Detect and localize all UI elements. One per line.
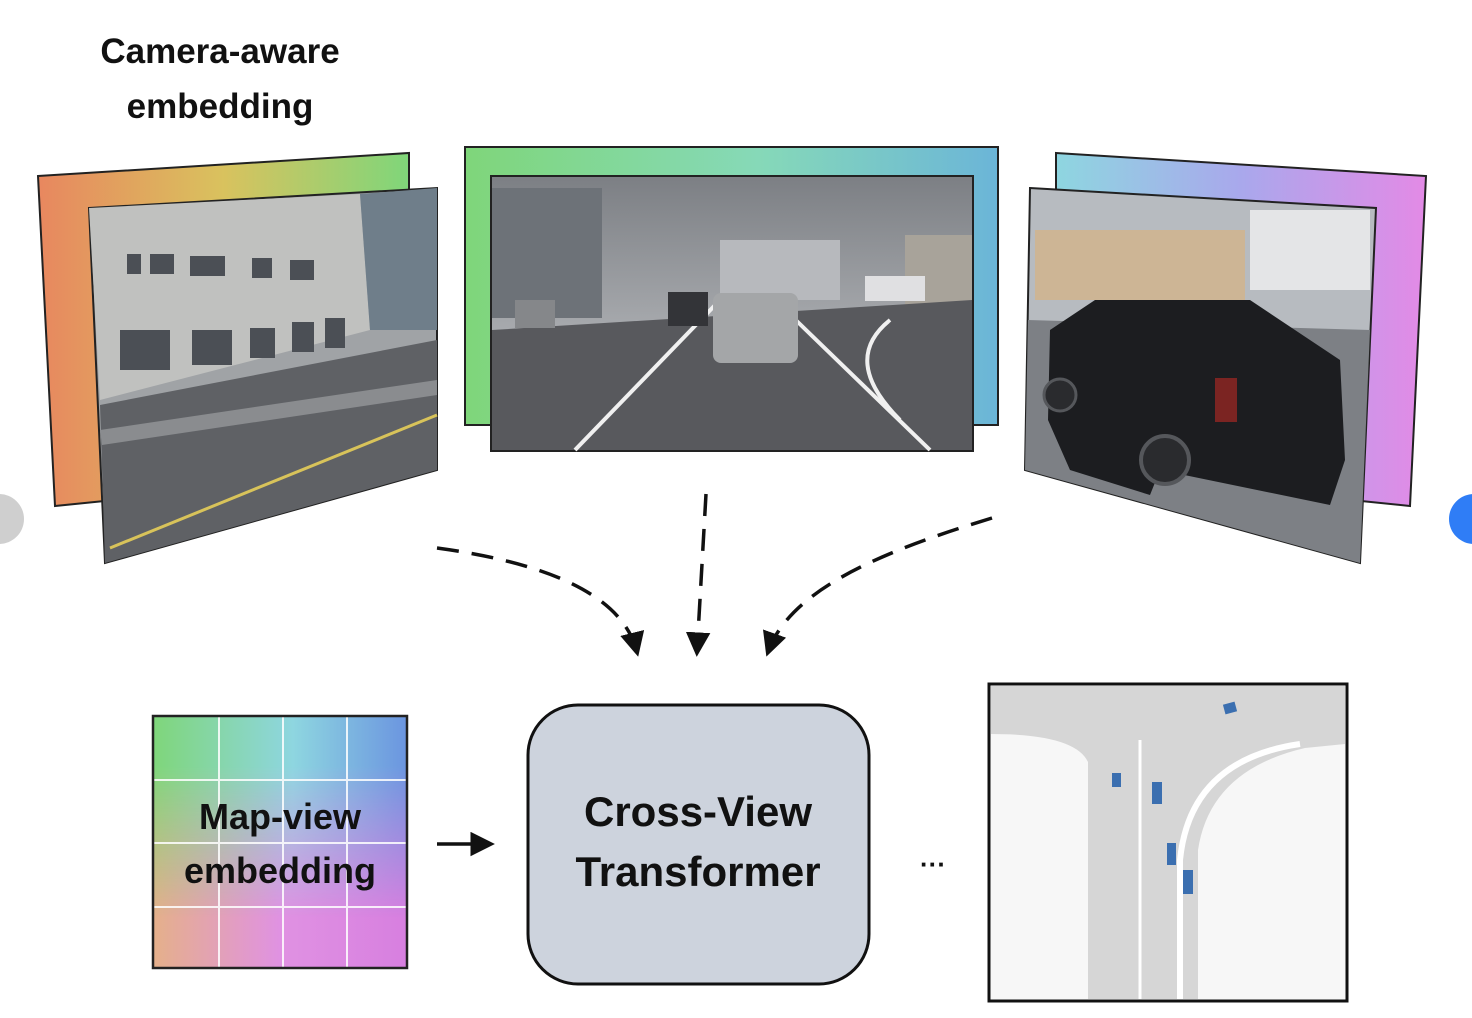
dashed-arrow-right [763,516,993,657]
center-camera-group [464,146,999,452]
carousel-next-button[interactable] [1449,494,1472,544]
right-camera-group [1023,151,1428,565]
camera-aware-title-line1: Camera-aware [100,32,339,71]
transformer-label-line2: Transformer [575,848,820,895]
dashed-arrow-left [436,546,645,657]
center-camera-image [490,175,974,452]
map-view-grid [153,716,407,968]
bev-output-map [987,682,1349,1003]
left-camera-group [36,151,438,565]
right-camera-image [1023,186,1378,565]
ellipsis: ··· [920,849,946,879]
cross-view-transformer-box: Cross-View Transformer [526,703,871,986]
left-camera-image [87,186,438,565]
map-view-label-line1: Map-view [199,796,362,837]
map-view-embedding: Map-view embedding [151,714,409,970]
transformer-label-line1: Cross-View [584,788,812,835]
camera-aware-title-line2: embedding [127,87,314,126]
map-view-label-line2: embedding [184,850,376,891]
dashed-arrow-center [685,493,711,657]
vehicle-markers [1112,701,1238,894]
